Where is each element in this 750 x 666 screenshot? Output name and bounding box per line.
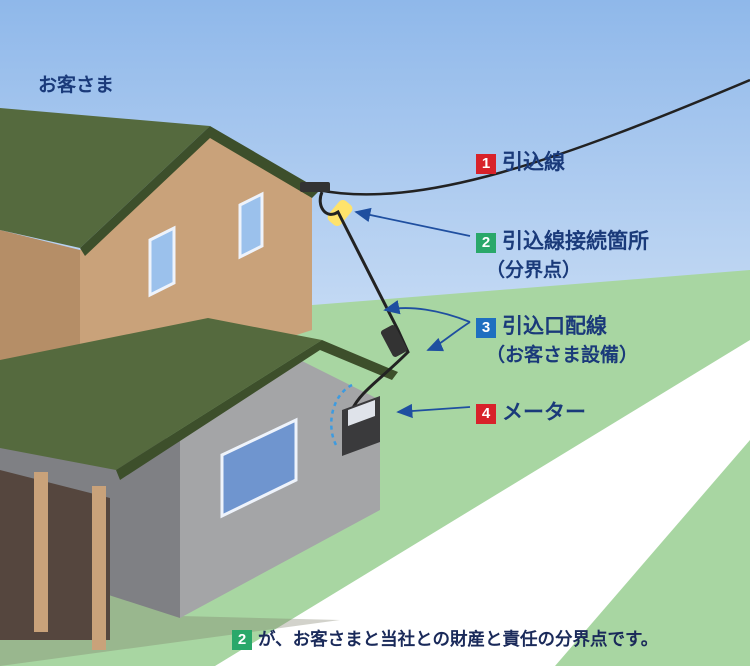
upper-roof-edge [80, 126, 320, 256]
entrance-wiring [318, 191, 410, 411]
badge-3: 3 [476, 318, 496, 338]
arrow-4 [396, 403, 471, 419]
label-meter: 4 メーター [476, 396, 586, 426]
badge-4: 4 [476, 404, 496, 424]
label-2-text: 引込線接続箇所 [502, 229, 649, 253]
arrow-3b [426, 321, 471, 352]
lower-roof [0, 318, 322, 470]
porch-interior [0, 470, 110, 640]
label-1-text: 引込線 [502, 150, 565, 174]
entrance-cap [380, 325, 408, 357]
service-drop-wire [317, 78, 750, 196]
label-4-text: メーター [502, 400, 586, 424]
pillar-2 [92, 486, 106, 650]
upper-window-left [148, 225, 176, 298]
badge-1: 1 [476, 154, 496, 174]
upper-window-right [238, 191, 264, 260]
meter-face [348, 400, 375, 426]
arrow-2 [354, 207, 471, 237]
label-2-sub: （分界点） [486, 259, 582, 281]
label-3-text: 引込口配線 [502, 314, 607, 338]
label-3-sub: （お客さま設備） [486, 344, 639, 366]
road [215, 340, 750, 666]
wire-bracket [300, 182, 330, 192]
arrow-3a [383, 300, 471, 323]
footnote-text: が、お客さまと当社との財産と責任の分界点です。 [258, 630, 659, 650]
footnote: 2 が、お客さまと当社との財産と責任の分界点です。 [232, 626, 658, 651]
lower-window [220, 417, 298, 519]
label-entrance-wiring: 3 引込口配線 （お客さま設備） [476, 310, 638, 367]
label-connection-point: 2 引込線接続箇所 （分界点） [476, 225, 649, 282]
meter-dashed-arc [330, 383, 353, 446]
footnote-badge: 2 [232, 630, 252, 650]
label-service-drop: 1 引込線 [476, 146, 565, 176]
badge-2: 2 [476, 233, 496, 253]
pillar-1 [34, 472, 48, 632]
upper-roof [0, 108, 210, 248]
customer-label: お客さま [38, 74, 115, 96]
